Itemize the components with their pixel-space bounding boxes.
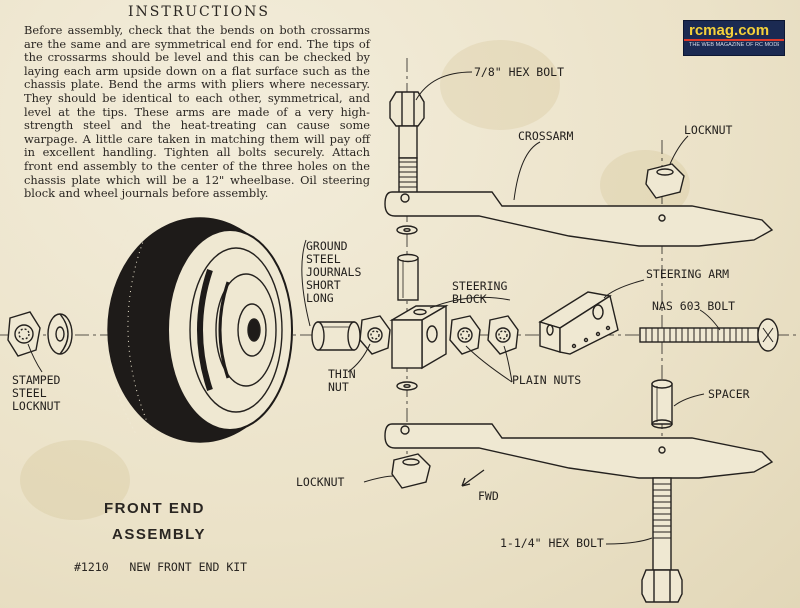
locknut-top-icon — [645, 163, 685, 199]
rcmag-logo[interactable]: rcmag.com THE WEB MAGAZINE OF RC MODELIN… — [683, 20, 785, 56]
label-plain-nuts: PLAIN NUTS — [512, 373, 582, 387]
label-stamped-locknut: STAMPED STEEL LOCKNUT — [12, 373, 61, 413]
crossarm-top-icon — [384, 191, 774, 247]
label-spacer: SPACER — [708, 387, 750, 401]
washer-icon — [396, 381, 418, 391]
locknut-bottom-icon — [391, 453, 431, 489]
logo-tagline: THE WEB MAGAZINE OF RC MODELING — [689, 42, 779, 48]
label-steering-block: STEERING BLOCK — [452, 279, 508, 306]
kit-number: #1210 NEW FRONT END KIT — [74, 560, 248, 574]
steering-arm-icon — [538, 291, 619, 355]
stamped-locknut-icon — [7, 311, 41, 357]
crossarm-bottom-icon — [384, 423, 774, 479]
leader-lines — [27, 71, 721, 545]
title-front-end: FRONT END — [104, 500, 205, 517]
label-thin-nut: THIN NUT — [328, 367, 356, 394]
steering-block-icon — [389, 304, 449, 370]
label-ground-journals: GROUND STEEL JOURNALS — [306, 239, 362, 279]
plain-nut-icon — [487, 315, 519, 355]
label-short: SHORT — [306, 278, 341, 292]
title-assembly: ASSEMBLY — [112, 526, 206, 543]
logo-stripe — [684, 39, 784, 41]
nas-603-bolt-icon — [639, 318, 779, 352]
label-steering-arm: STEERING ARM — [646, 267, 730, 281]
instructions-title: INSTRUCTIONS — [128, 4, 270, 20]
tire-icon — [104, 217, 293, 443]
short-journal-icon — [397, 253, 419, 301]
fwd-arrow-icon — [461, 469, 485, 487]
label-nas-bolt: NAS 603 BOLT — [652, 299, 736, 313]
label-locknut-top: LOCKNUT — [684, 123, 733, 137]
hex-bolt-bottom-icon — [641, 477, 683, 603]
label-fwd: FWD — [478, 489, 499, 503]
thin-nut-icon — [359, 315, 391, 355]
plain-nut-icon — [449, 315, 481, 355]
washer-icon — [47, 313, 73, 355]
label-long: LONG — [306, 291, 334, 305]
spacer-icon — [651, 379, 673, 429]
instructions-body: Before assembly, check that the bends on… — [24, 23, 370, 201]
washer-icon — [396, 225, 418, 235]
label-crossarm: CROSSARM — [518, 129, 574, 143]
paper-stain — [20, 440, 130, 520]
hex-bolt-top-icon — [389, 91, 425, 201]
logo-name: rcmag.com — [689, 22, 770, 39]
label-hex-bolt-top: 7/8" HEX BOLT — [474, 65, 565, 79]
long-journal-icon — [311, 321, 361, 351]
paper-stain — [440, 40, 560, 130]
label-locknut-bottom: LOCKNUT — [296, 475, 345, 489]
label-hex-bolt-bottom: 1-1/4" HEX BOLT — [500, 536, 604, 550]
